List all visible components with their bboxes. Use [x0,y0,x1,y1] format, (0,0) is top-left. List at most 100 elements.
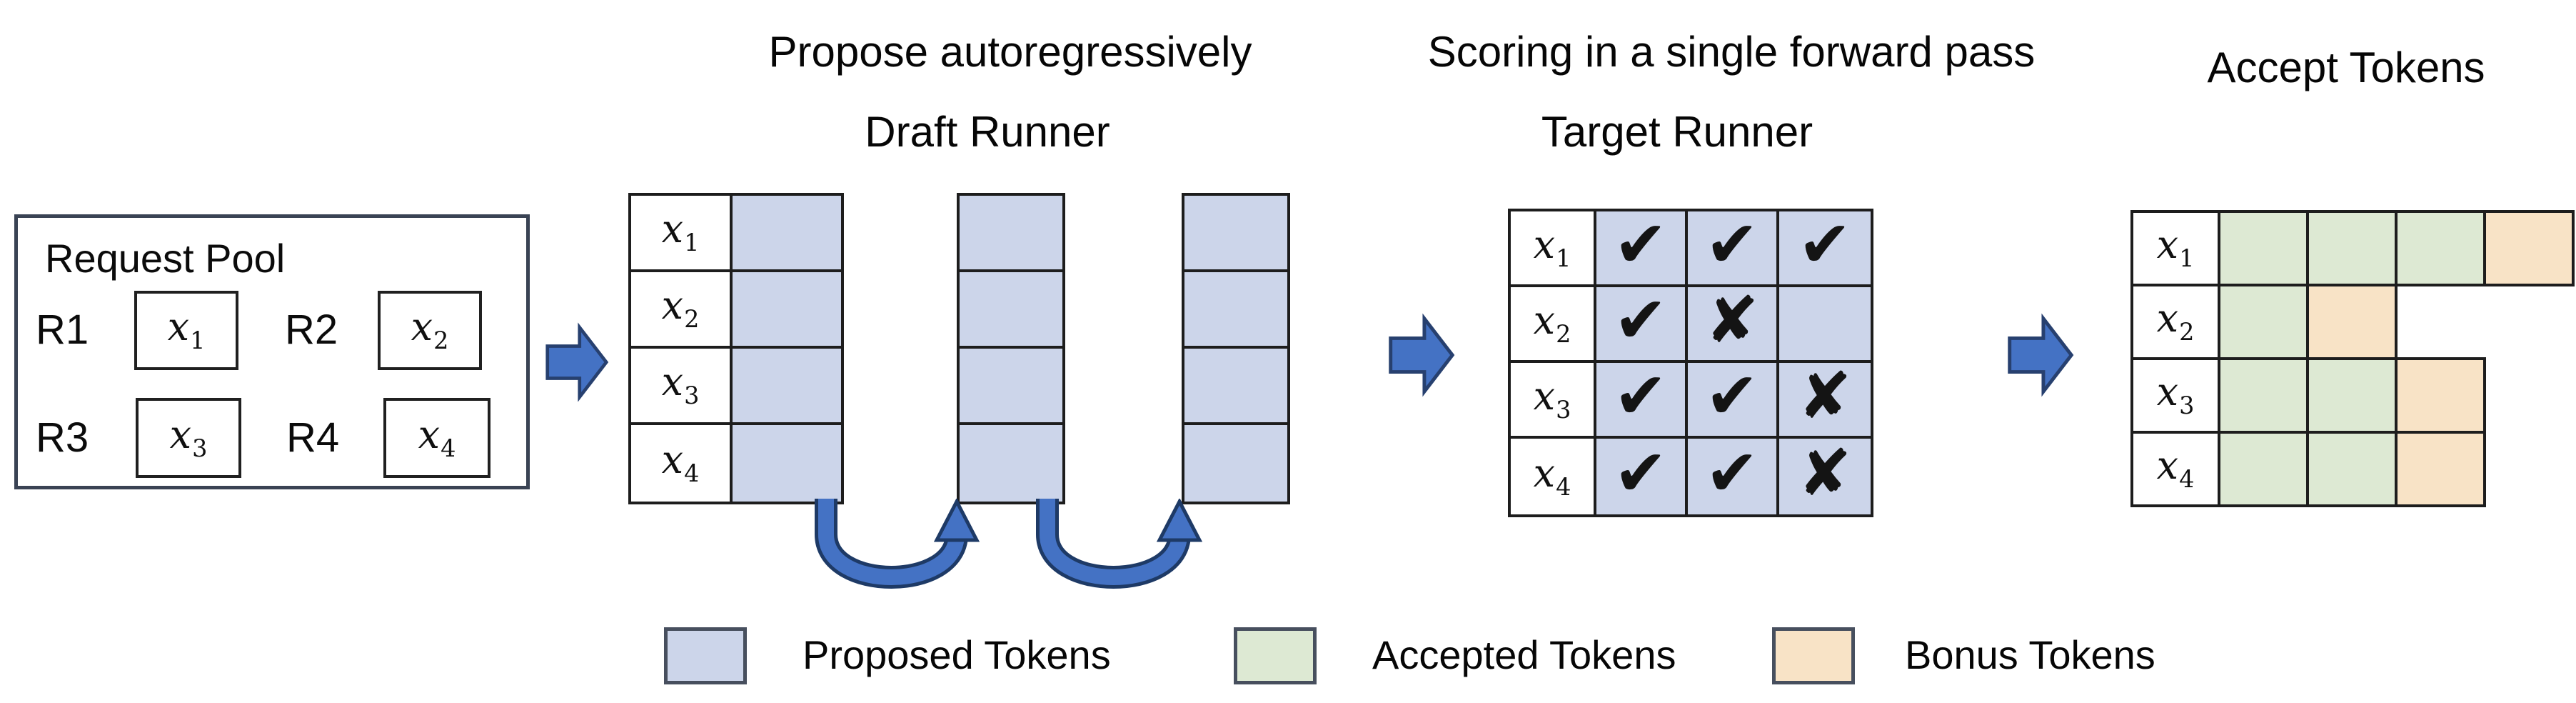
request-pool-title: Request Pool [45,236,286,281]
accept-row: x4 [2130,431,2486,507]
request-label: R3 [36,414,89,461]
cross-mark-icon: ✘ [1798,436,1852,511]
draft-runner-title: Draft Runner [865,108,1110,156]
request-label: R1 [36,306,89,353]
accept-row-label: x3 [2130,357,2220,434]
request-token-box: x3 [136,398,241,478]
score-cell-check: ✔ [1688,363,1779,439]
request-token-box: x2 [378,291,482,370]
proposed-token-cell [733,349,841,425]
score-cell-cross: ✘ [1688,287,1779,363]
check-mark-icon: ✔ [1798,207,1852,282]
score-cell-blank [1779,287,1871,363]
proposed-token-cell [960,425,1062,502]
token-x1: x1 [1533,221,1571,272]
bonus-tokens-label: Bonus Tokens [1905,632,2155,677]
proposed-token-cell [733,272,841,349]
token-x4: x4 [1533,450,1571,501]
score-cell-check: ✔ [1688,211,1779,287]
score-cell-cross: ✘ [1779,363,1871,439]
accept-row: x2 [2130,284,2398,360]
accepted-token-cell [2306,210,2398,286]
proposed-token-cell [960,272,1062,349]
request-pool-box: Request Pool R1 x1 R2 x2 R3 x3 R4 x4 [14,214,530,489]
check-mark-icon: ✔ [1705,436,1759,511]
bonus-token-cell [2395,431,2486,507]
proposed-token-cell [733,425,841,502]
token-x3: x3 [661,359,700,410]
proposed-tokens-swatch [664,627,747,684]
accepted-token-cell [2218,357,2309,434]
accept-row-label: x1 [2130,210,2220,286]
score-cell-check: ✔ [1596,363,1688,439]
bonus-tokens-swatch [1772,627,1855,684]
bonus-token-cell [2395,357,2486,434]
target-runner-grid: x1✔✔✔x2✔✘x3✔✔✘x4✔✔✘ [1508,209,1873,517]
draft-runner-iteration-3 [1182,193,1290,504]
target-runner-title: Target Runner [1541,108,1813,156]
score-cell-check: ✔ [1779,211,1871,287]
check-mark-icon: ✔ [1705,359,1759,434]
request-label: R2 [285,306,338,353]
proposed-token-cell [1184,349,1287,425]
draft-row-label: x4 [631,425,733,502]
flow-arrow-icon [545,322,609,402]
accepted-token-cell [2306,431,2398,507]
token-x1: x1 [2156,222,2195,273]
token-x3: x3 [169,412,208,462]
accept-row: x3 [2130,357,2486,434]
accepted-token-cell [2218,431,2309,507]
accepted-tokens-label: Accepted Tokens [1372,632,1676,677]
bonus-token-cell [2483,210,2575,286]
flow-arrow-icon [2008,313,2074,397]
draft-row-label: x3 [631,349,733,425]
token-x2: x2 [661,283,700,334]
cross-mark-icon: ✘ [1705,283,1759,358]
accept-row-label: x2 [2130,284,2220,360]
accepted-token-cell [2218,284,2309,360]
accepted-token-cell [2306,357,2398,434]
request-token-box: x4 [383,398,490,478]
target-row-label: x2 [1511,287,1596,363]
token-x4: x4 [661,437,700,488]
bonus-token-cell [2306,284,2398,360]
proposed-token-cell [733,196,841,272]
check-mark-icon: ✔ [1614,283,1668,358]
cross-mark-icon: ✘ [1798,359,1852,434]
proposed-token-cell [1184,425,1287,502]
score-cell-check: ✔ [1596,287,1688,363]
request-token-box: x1 [134,291,238,370]
accept-row: x1 [2130,210,2575,286]
token-x2: x2 [2156,296,2195,346]
token-x3: x3 [1533,373,1571,424]
token-x2: x2 [411,304,449,355]
accept-row-label: x4 [2130,431,2220,507]
request-label: R4 [286,414,340,461]
proposed-tokens-label: Proposed Tokens [803,632,1111,677]
accepted-token-cell [2395,210,2486,286]
draft-row-label: x2 [631,272,733,349]
token-x1: x1 [661,206,700,257]
check-mark-icon: ✔ [1614,436,1668,511]
proposed-token-cell [1184,196,1287,272]
token-x1: x1 [167,304,206,355]
score-cell-check: ✔ [1688,439,1779,514]
proposed-token-cell [960,196,1062,272]
autoregressive-loop-arrows-icon [815,499,1203,589]
proposed-token-cell [960,349,1062,425]
score-cell-check: ✔ [1596,211,1688,287]
proposed-token-cell [1184,272,1287,349]
accepted-token-cell [2218,210,2309,286]
target-row-label: x4 [1511,439,1596,514]
accept-tokens-title: Accept Tokens [2207,44,2485,91]
flow-arrow-icon [1389,313,1455,397]
accepted-tokens-swatch [1234,627,1317,684]
draft-runner-grid: x1 x2 x3 x4 [628,193,844,504]
score-cell-cross: ✘ [1779,439,1871,514]
token-x3: x3 [2156,369,2195,420]
draft-runner-iteration-2 [957,193,1065,504]
target-row-label: x1 [1511,211,1596,287]
token-x4: x4 [418,412,456,462]
scoring-title: Scoring in a single forward pass [1427,28,2036,76]
check-mark-icon: ✔ [1614,207,1668,282]
